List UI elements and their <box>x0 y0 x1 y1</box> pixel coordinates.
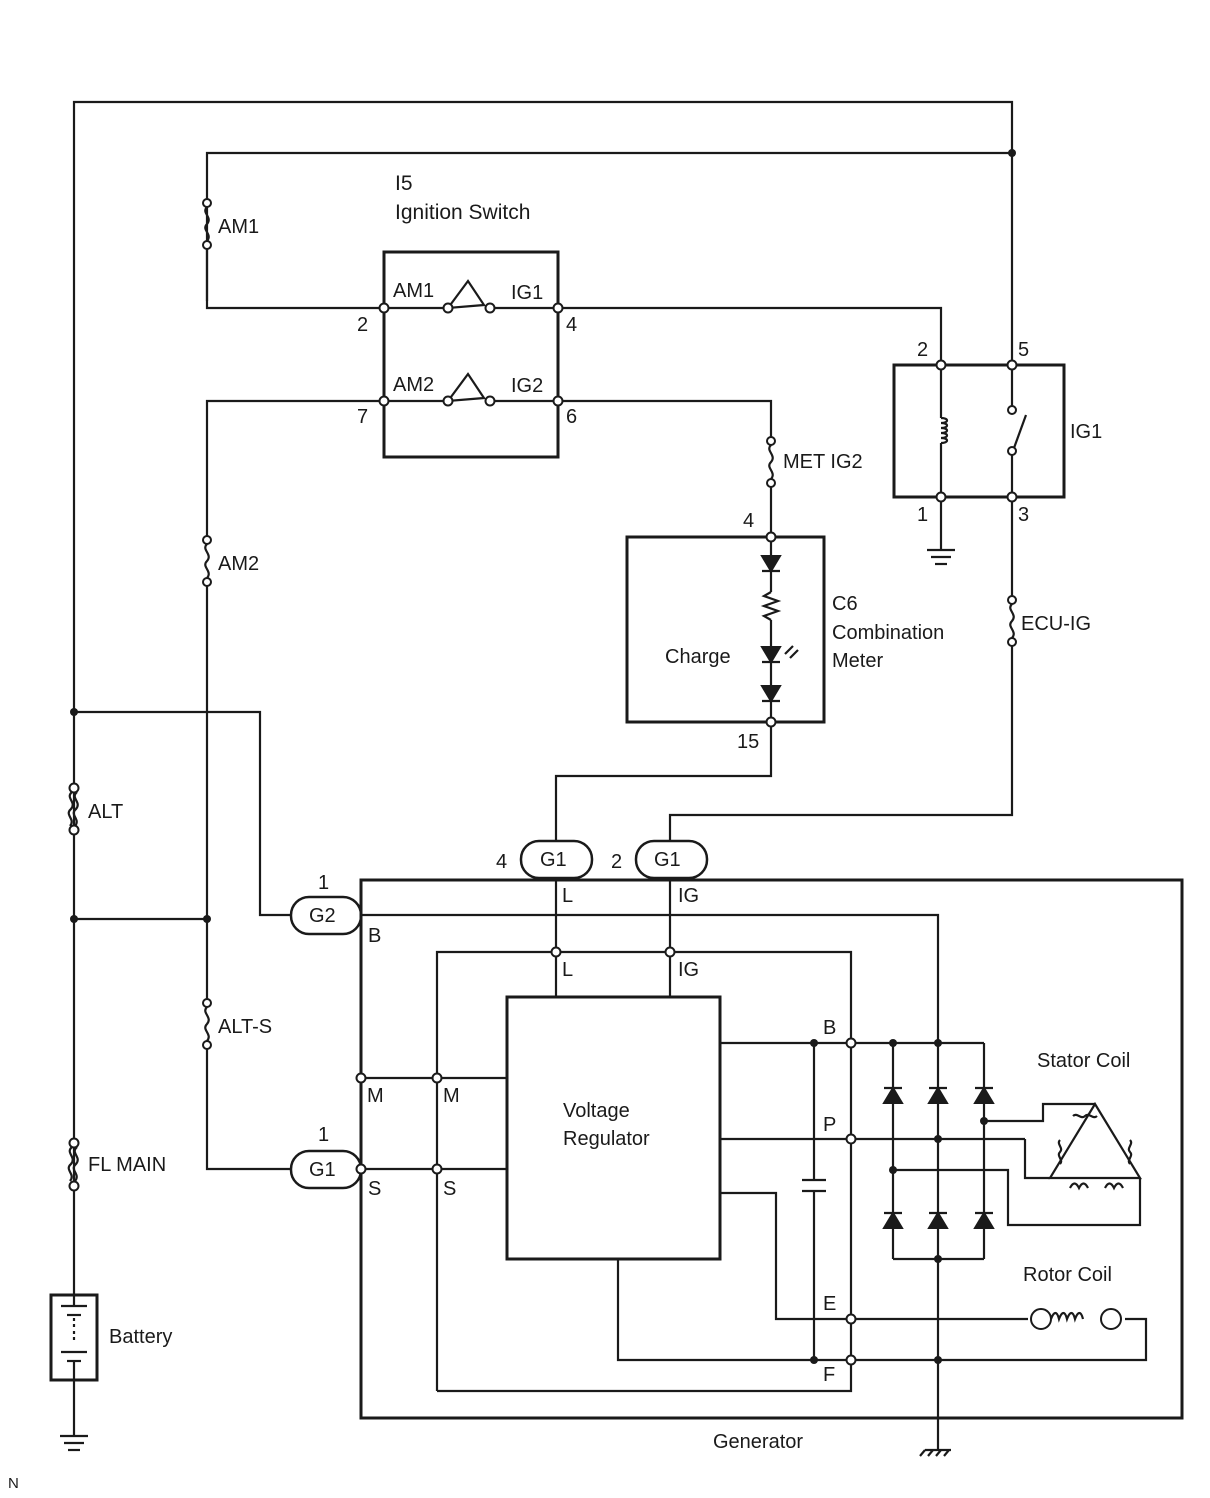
gen-inner-terminal-s: S <box>443 1178 456 1200</box>
ig1-relay <box>892 359 1066 566</box>
regulator-label-line1: Voltage <box>563 1100 630 1122</box>
stator-coil-label: Stator Coil <box>1037 1050 1130 1072</box>
meter-name-line1: Combination <box>832 622 944 644</box>
gen-terminal-e: E <box>823 1293 836 1315</box>
gen-outer-terminal-s: S <box>368 1178 381 1200</box>
ignition-terminal-am2: AM2 <box>393 374 434 396</box>
gen-inner-terminal-ig: IG <box>678 959 699 981</box>
fuse-fl-main-label: FL MAIN <box>88 1154 166 1176</box>
relay-pin-1: 1 <box>917 504 928 526</box>
fuse-alt-label: ALT <box>88 801 123 823</box>
meter-code: C6 <box>832 593 858 615</box>
combination-meter <box>625 531 826 728</box>
fuse-ecu-ig-label: ECU-IG <box>1021 613 1091 635</box>
battery-label: Battery <box>109 1326 172 1348</box>
ignition-pin-7: 7 <box>357 406 368 428</box>
connector-g1-l-pin: 4 <box>496 851 507 873</box>
wires <box>72 100 1014 1436</box>
corner-mark: N <box>8 1475 19 1492</box>
gen-outer-terminal-ig: IG <box>678 885 699 907</box>
ignition-switch-name: Ignition Switch <box>395 201 530 224</box>
battery <box>49 1293 99 1452</box>
ignition-pin-2: 2 <box>357 314 368 336</box>
connector-g1-s-pin: 1 <box>318 1124 329 1146</box>
meter-lamp-label: Charge <box>665 646 731 668</box>
ignition-terminal-ig2: IG2 <box>511 375 543 397</box>
generator <box>70 149 1184 1457</box>
meter-pin-4: 4 <box>743 510 754 532</box>
meter-name-line2: Meter <box>832 650 883 672</box>
gen-inner-terminal-l: L <box>562 959 573 981</box>
ignition-switch <box>378 250 564 459</box>
relay-pin-3: 3 <box>1018 504 1029 526</box>
connector-g1-l-label: G1 <box>540 849 567 871</box>
fuse-am2-label: AM2 <box>218 553 259 575</box>
fuse-am1-label: AM1 <box>218 216 259 238</box>
connector-g2-pin: 1 <box>318 872 329 894</box>
connector-g1-ig-pin: 2 <box>611 851 622 873</box>
connector-g1-ig-label: G1 <box>654 849 681 871</box>
fuse-alt-s-label: ALT-S <box>218 1016 272 1038</box>
regulator-label-line2: Regulator <box>563 1128 650 1150</box>
ignition-switch-code: I5 <box>395 172 413 195</box>
gen-inner-terminal-m: M <box>443 1085 460 1107</box>
rotor-coil-label: Rotor Coil <box>1023 1264 1112 1286</box>
gen-terminal-f: F <box>823 1364 835 1386</box>
fuse-met-ig2-label: MET IG2 <box>783 451 863 473</box>
relay-pin-5: 5 <box>1018 339 1029 361</box>
fuses <box>67 198 1017 1192</box>
ignition-terminal-ig1: IG1 <box>511 282 543 304</box>
connectors <box>289 839 709 1190</box>
gen-outer-terminal-b: B <box>368 925 381 947</box>
connector-g1-s-label: G1 <box>309 1159 336 1181</box>
connector-g2-label: G2 <box>309 905 336 927</box>
meter-pin-15: 15 <box>737 731 759 753</box>
ignition-pin-4: 4 <box>566 314 577 336</box>
ignition-terminal-am1: AM1 <box>393 280 434 302</box>
gen-outer-terminal-l: L <box>562 885 573 907</box>
relay-pin-2: 2 <box>917 339 928 361</box>
gen-terminal-b: B <box>823 1017 836 1039</box>
ignition-pin-6: 6 <box>566 406 577 428</box>
gen-terminal-p: P <box>823 1114 836 1136</box>
gen-outer-terminal-m: M <box>367 1085 384 1107</box>
relay-name: IG1 <box>1070 421 1102 443</box>
generator-label: Generator <box>713 1431 803 1453</box>
